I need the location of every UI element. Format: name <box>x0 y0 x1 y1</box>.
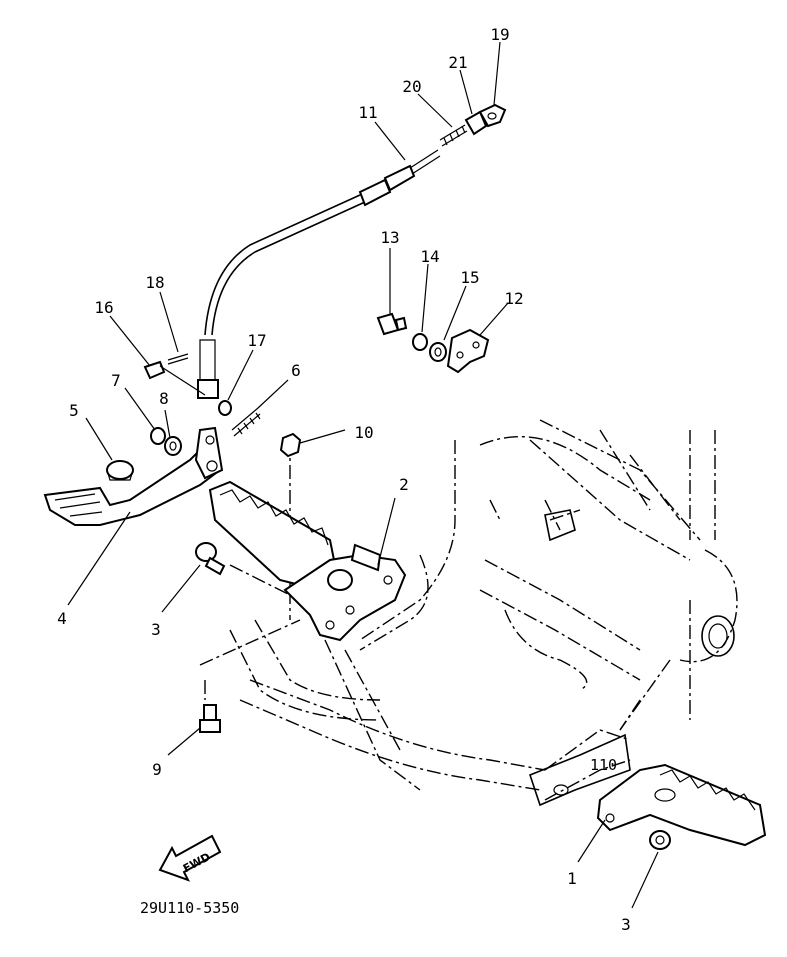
bolt-3-left <box>195 542 226 576</box>
callout-8: 8 <box>159 389 169 408</box>
callout-7: 7 <box>111 371 121 390</box>
washer-14 <box>412 333 428 351</box>
callout-11: 11 <box>358 103 377 122</box>
diagram-code: 29U110-5350 <box>140 899 239 917</box>
callout-19: 19 <box>490 25 509 44</box>
spring-clip-8 <box>164 436 182 456</box>
pedal-cap-5 <box>106 460 134 481</box>
callout-6: 6 <box>291 361 301 380</box>
bolt-13 <box>376 312 408 336</box>
cable-joint <box>464 110 488 136</box>
bolt-9 <box>199 704 221 733</box>
brake-cable <box>197 149 441 399</box>
washer-7 <box>150 427 166 445</box>
callout-5: 5 <box>69 401 79 420</box>
cable-bracket-12 <box>446 328 490 374</box>
callout-2: 2 <box>399 475 409 494</box>
frame-outline <box>199 419 738 801</box>
callout-4: 4 <box>57 609 67 628</box>
footrest-right <box>596 763 767 847</box>
callout-12: 12 <box>504 289 523 308</box>
return-spring-6 <box>231 407 261 437</box>
callout-16: 16 <box>94 298 113 317</box>
svg-text:110: 110 <box>590 756 617 774</box>
callout-3-left: 3 <box>151 620 161 639</box>
brake-pedal <box>43 426 224 526</box>
callout-1: 1 <box>567 869 577 888</box>
callout-3-right: 3 <box>621 915 631 934</box>
frame-tab <box>544 509 576 542</box>
nut-10 <box>279 432 302 458</box>
callout-10: 10 <box>354 423 373 442</box>
frame-boss-right <box>701 615 735 657</box>
bolt-3-right <box>649 830 671 850</box>
callout-15: 15 <box>460 268 479 287</box>
callout-9: 9 <box>152 760 162 779</box>
pin-16 <box>143 360 206 396</box>
callout-21: 21 <box>448 53 467 72</box>
callout-17: 17 <box>247 331 266 350</box>
frame-bracket-rear: 110 <box>529 733 631 807</box>
callout-13: 13 <box>380 228 399 247</box>
callout-14: 14 <box>420 247 439 266</box>
callout-labels: 1 2 3 3 4 5 6 7 8 9 10 11 12 13 14 15 16… <box>57 25 631 934</box>
leader-lines <box>67 41 659 909</box>
footrest-left <box>208 480 407 642</box>
cable-end-fitting <box>478 103 507 128</box>
callout-18: 18 <box>145 273 164 292</box>
cable-adjuster-spring <box>439 124 468 147</box>
callout-20: 20 <box>402 77 421 96</box>
forward-arrow-icon: FWD <box>158 834 222 882</box>
nut-15 <box>429 342 447 362</box>
washer-17 <box>218 400 232 416</box>
cotter-pin-18 <box>167 353 189 365</box>
